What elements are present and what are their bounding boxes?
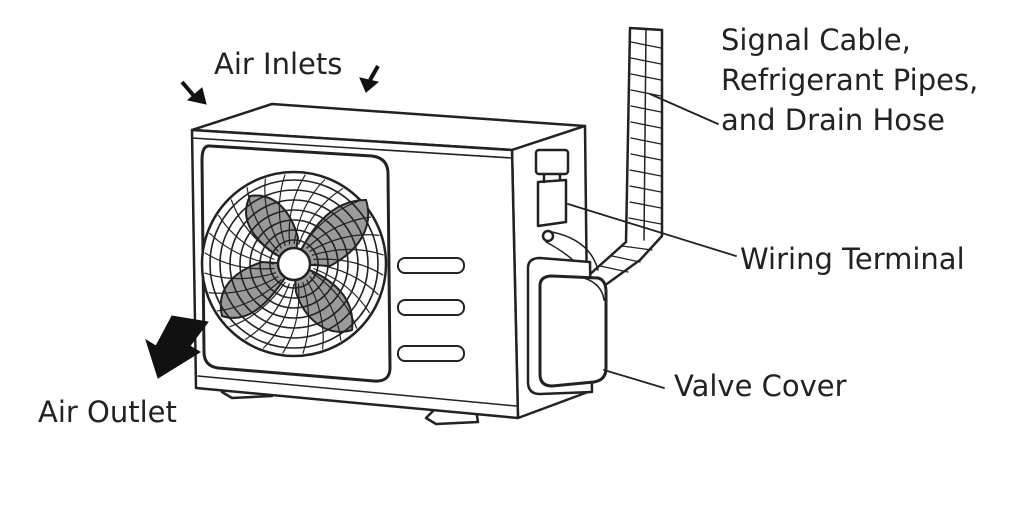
grille-spoke bbox=[244, 283, 291, 341]
inlet-arrow-right-icon bbox=[359, 65, 380, 93]
grille-ring bbox=[269, 239, 319, 289]
grille-spoke bbox=[297, 187, 344, 245]
inlet-arrow-left-icon bbox=[180, 80, 207, 105]
grille-spoke bbox=[204, 272, 277, 280]
wiring-terminal-part bbox=[534, 148, 599, 283]
grille-ring bbox=[249, 219, 339, 309]
grille-spoke bbox=[217, 214, 275, 261]
grille-spoke bbox=[209, 232, 275, 265]
grille-spoke bbox=[302, 281, 310, 354]
grille-spoke bbox=[246, 187, 279, 252]
label-air-outlet: Air Outlet bbox=[38, 395, 177, 429]
grille-spoke bbox=[305, 279, 324, 350]
airflow-arrows bbox=[145, 65, 380, 379]
grille-spoke bbox=[288, 174, 306, 245]
label-signal-cable-line-3: and Drain Hose bbox=[721, 103, 945, 137]
label-wiring-terminal: Wiring Terminal bbox=[740, 242, 965, 276]
valve-cover-part bbox=[526, 256, 608, 396]
grille-spoke bbox=[282, 283, 300, 354]
grille-ring bbox=[209, 179, 379, 349]
grille-spoke bbox=[309, 276, 342, 341]
fan-hub bbox=[276, 246, 312, 282]
label-signal-cable-line-2: Refrigerant Pipes, bbox=[721, 63, 979, 97]
grille-spoke bbox=[311, 248, 384, 256]
label-signal-cable-line-1: Signal Cable, bbox=[721, 23, 911, 57]
label-signal-cable: Signal Cable, Refrigerant Pipes, and Dra… bbox=[721, 20, 978, 140]
grille-ring bbox=[219, 189, 369, 339]
pipe-duct bbox=[586, 26, 664, 288]
label-valve-cover: Valve Cover bbox=[674, 369, 847, 403]
grille-spoke bbox=[229, 281, 286, 328]
grille-spoke bbox=[264, 178, 283, 249]
grille-spoke bbox=[311, 272, 358, 329]
side-vents bbox=[397, 257, 465, 362]
fan-assembly bbox=[200, 170, 388, 358]
grille-ring bbox=[239, 209, 349, 319]
grille-spoke bbox=[309, 234, 380, 253]
grille-spoke bbox=[293, 179, 326, 245]
leader-lines bbox=[567, 93, 737, 389]
grille-spoke bbox=[302, 200, 359, 247]
grille-spoke bbox=[208, 275, 279, 294]
outlet-arrow-icon bbox=[145, 315, 209, 379]
grille-spoke bbox=[204, 252, 275, 270]
grille-spoke bbox=[313, 258, 384, 276]
label-air-inlets: Air Inlets bbox=[214, 47, 343, 81]
grille-spoke bbox=[230, 199, 277, 256]
grille-spoke bbox=[217, 279, 282, 312]
grille-spoke bbox=[278, 174, 286, 247]
grille-spoke bbox=[313, 263, 379, 296]
grille-ring bbox=[259, 229, 329, 299]
grille-spoke bbox=[306, 216, 371, 249]
grille-spoke bbox=[262, 283, 295, 349]
grille-spoke bbox=[313, 267, 371, 314]
